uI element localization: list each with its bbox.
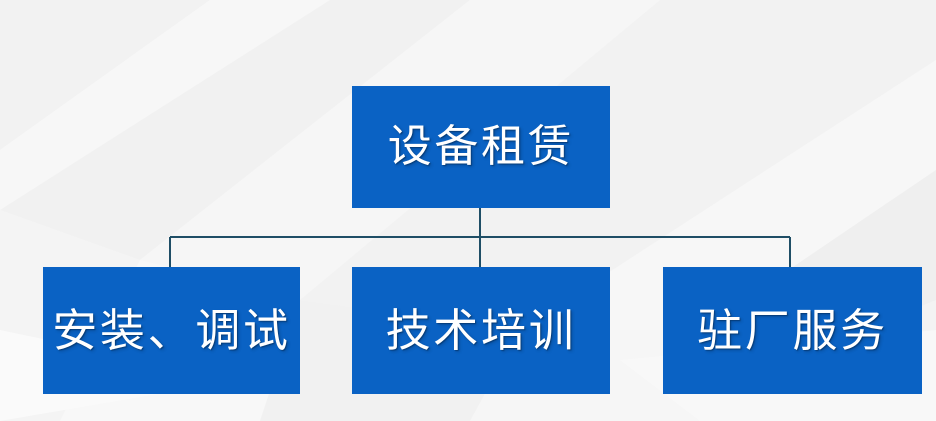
node-root-label: 设备租赁 xyxy=(387,121,575,172)
node-installation-debugging-label: 安装、调试 xyxy=(52,304,291,357)
node-technical-training[interactable]: 技术培训 xyxy=(352,267,610,394)
node-root[interactable]: 设备租赁 xyxy=(352,86,610,208)
node-onsite-factory-service-label: 驻厂服务 xyxy=(697,304,888,357)
node-technical-training-label: 技术培训 xyxy=(385,304,577,357)
node-installation-debugging[interactable]: 安装、调试 xyxy=(43,267,300,394)
node-onsite-factory-service[interactable]: 驻厂服务 xyxy=(663,267,922,394)
